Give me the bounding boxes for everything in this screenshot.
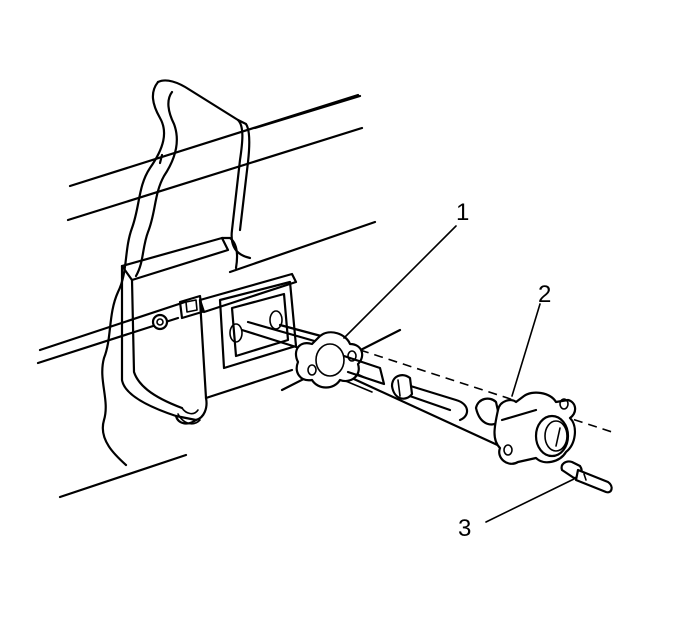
outer-panel-cutaway (101, 79, 252, 467)
callout-1: 1 (456, 199, 469, 226)
leader-lines (343, 225, 577, 523)
lock-cylinder (474, 391, 577, 465)
gasket-retainer (294, 331, 386, 389)
callout-2: 2 (538, 281, 551, 308)
inner-panel-frame (120, 236, 298, 425)
panel-fasteners (151, 294, 204, 331)
body-panel-lines (36, 93, 402, 499)
rod-clip (390, 374, 414, 400)
retaining-pin (560, 460, 613, 494)
callout-3: 3 (458, 515, 471, 542)
